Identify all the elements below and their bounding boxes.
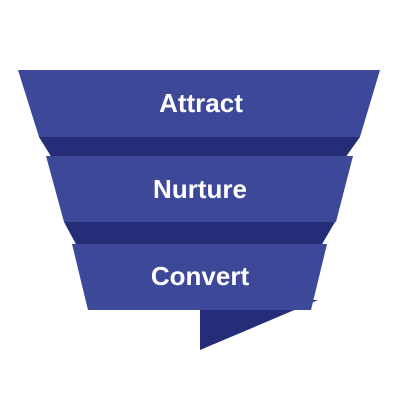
stage-label-nurture: Nurture [153, 174, 247, 204]
fold-connector-2 [64, 222, 335, 246]
funnel-tail [200, 300, 318, 350]
stage-band-nurture [46, 156, 353, 222]
stage-label-convert: Convert [151, 261, 250, 291]
stage-label-attract: Attract [159, 88, 243, 118]
stage-band-attract [18, 70, 380, 137]
stage-band-convert [72, 244, 327, 310]
fold-connector-1 [39, 137, 360, 158]
